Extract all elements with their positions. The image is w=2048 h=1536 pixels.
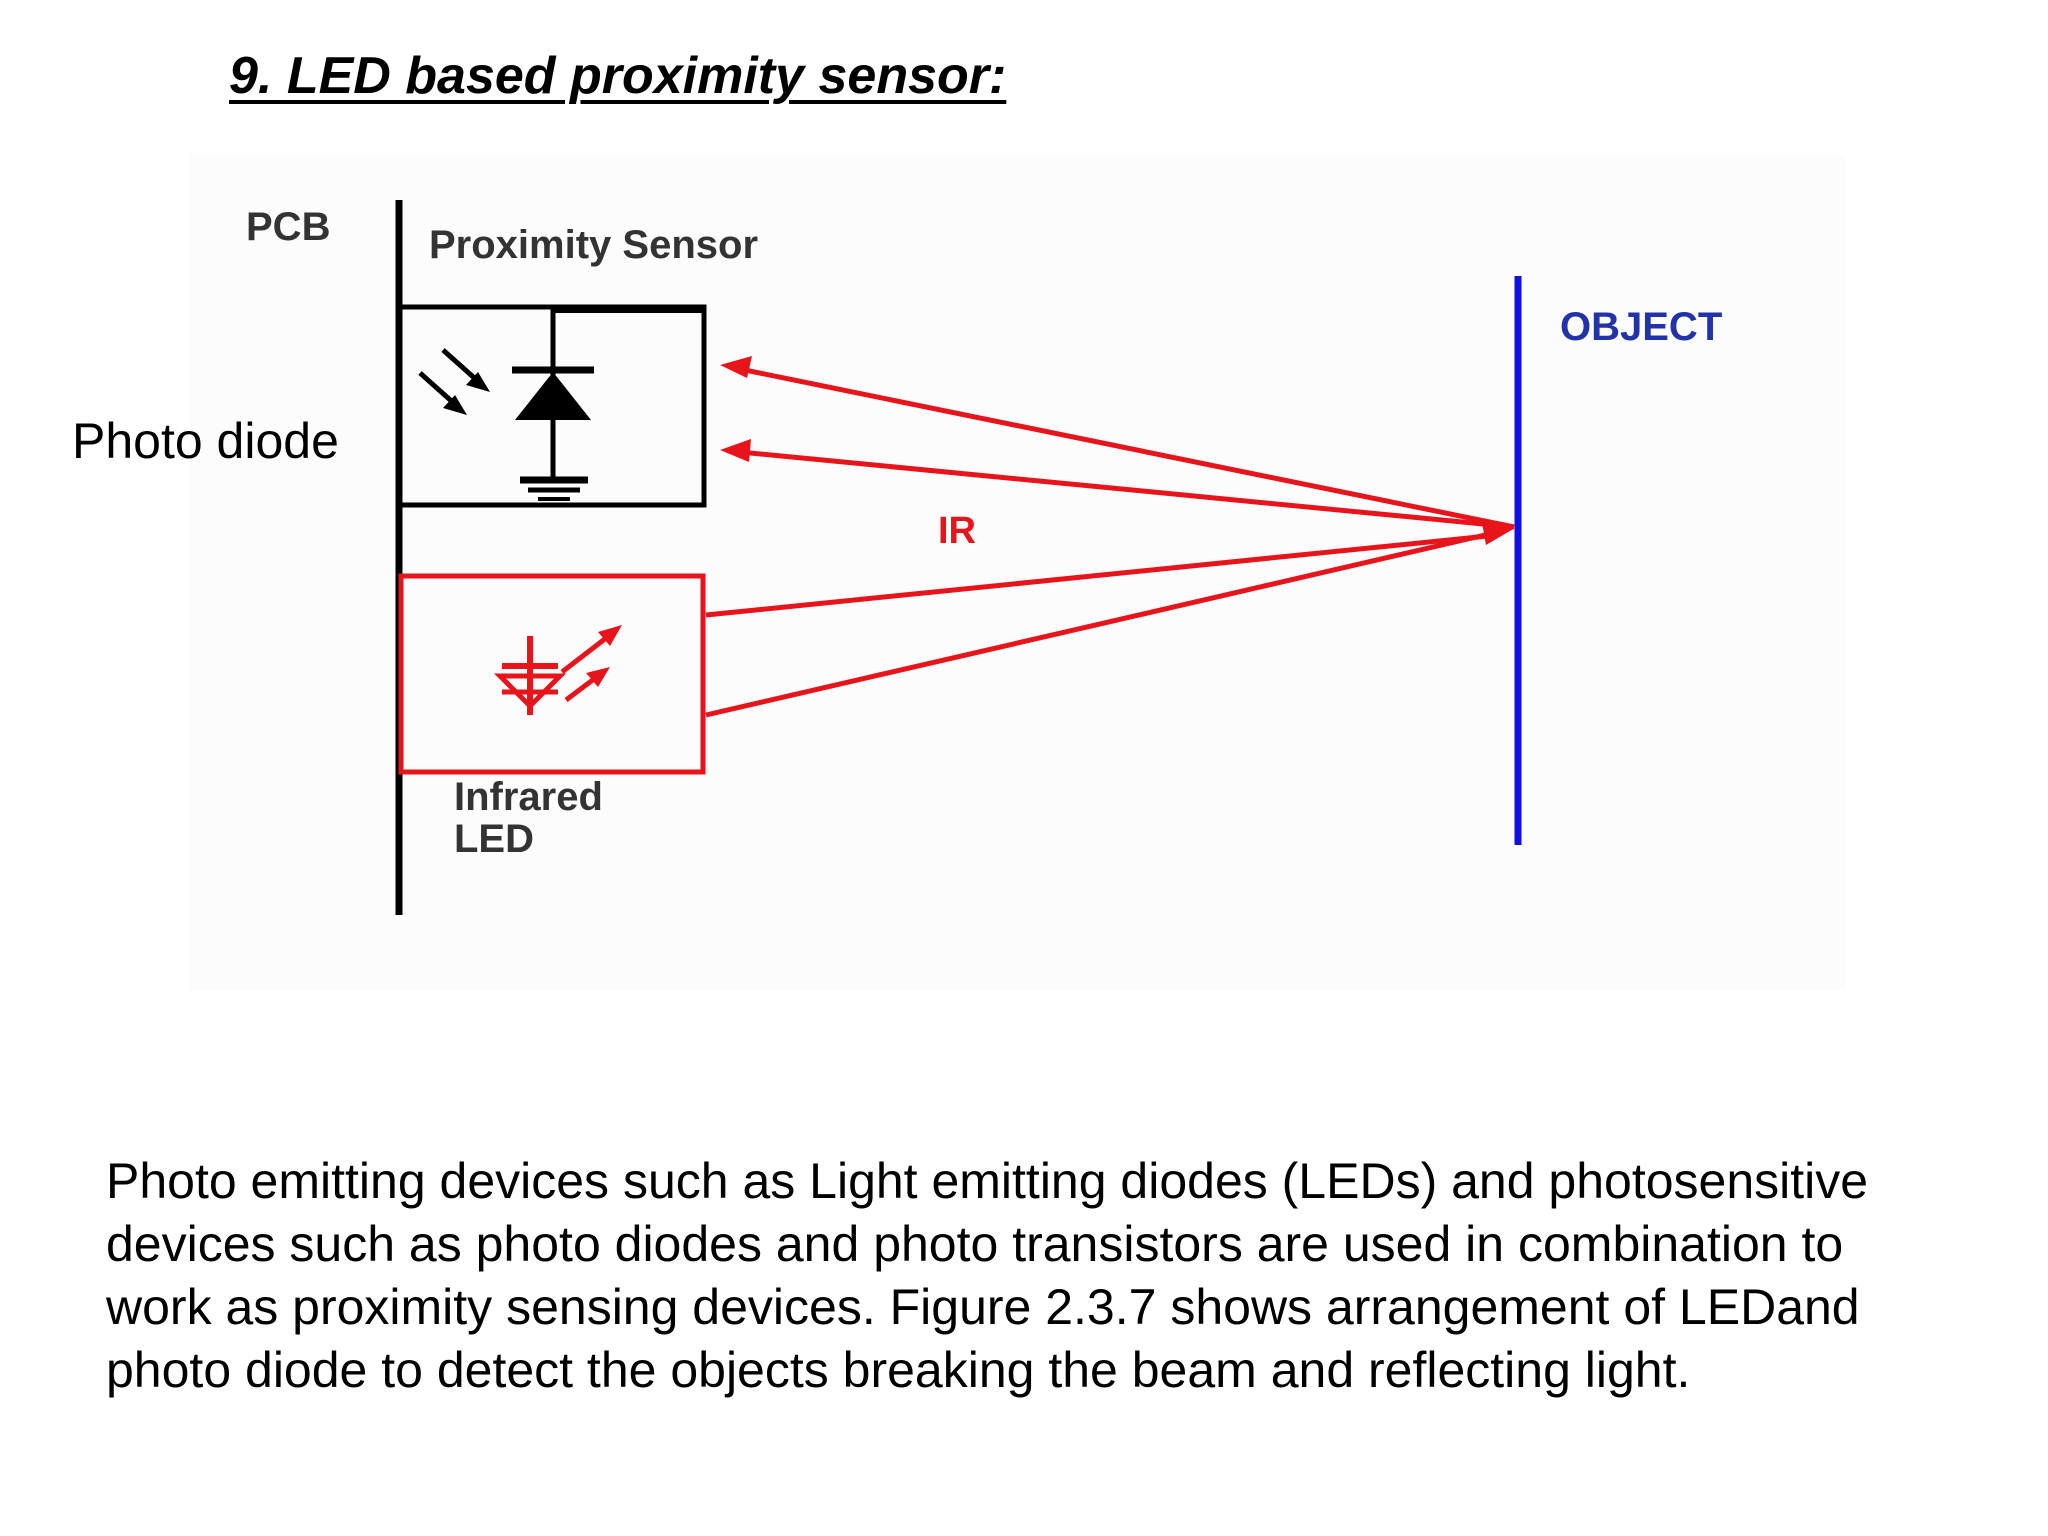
ir-label: IR bbox=[938, 510, 976, 552]
description-line: photo diode to detect the objects breaki… bbox=[106, 1342, 1691, 1398]
proximity-sensor-label: Proximity Sensor bbox=[429, 223, 758, 267]
ir-emitted-rays bbox=[705, 523, 1515, 718]
object-label: OBJECT bbox=[1560, 305, 1722, 349]
description-paragraph: Photo emitting devices such as Light emi… bbox=[106, 1150, 2006, 1402]
slide-title: 9. LED based proximity sensor: bbox=[229, 47, 1007, 105]
description-line: work as proximity sensing devices. Figur… bbox=[106, 1279, 1860, 1335]
infrared-led-label-line2: LED bbox=[454, 817, 534, 861]
diagram-panel bbox=[190, 155, 1845, 990]
photo-diode-label: Photo diode bbox=[72, 413, 339, 469]
incoming-light-arrows-icon bbox=[418, 348, 490, 415]
description-line: devices such as photo diodes and photo t… bbox=[106, 1216, 1844, 1272]
infrared-led-box bbox=[398, 573, 706, 775]
led-symbol-icon bbox=[493, 625, 622, 715]
description-line: Photo emitting devices such as Light emi… bbox=[106, 1153, 1869, 1209]
infrared-led-label-line1: Infrared bbox=[454, 775, 603, 819]
ir-reflected-rays bbox=[720, 356, 1515, 530]
pcb-label: PCB bbox=[246, 205, 330, 249]
photodiode-symbol-icon bbox=[512, 309, 594, 501]
photo-diode-box bbox=[399, 304, 707, 508]
